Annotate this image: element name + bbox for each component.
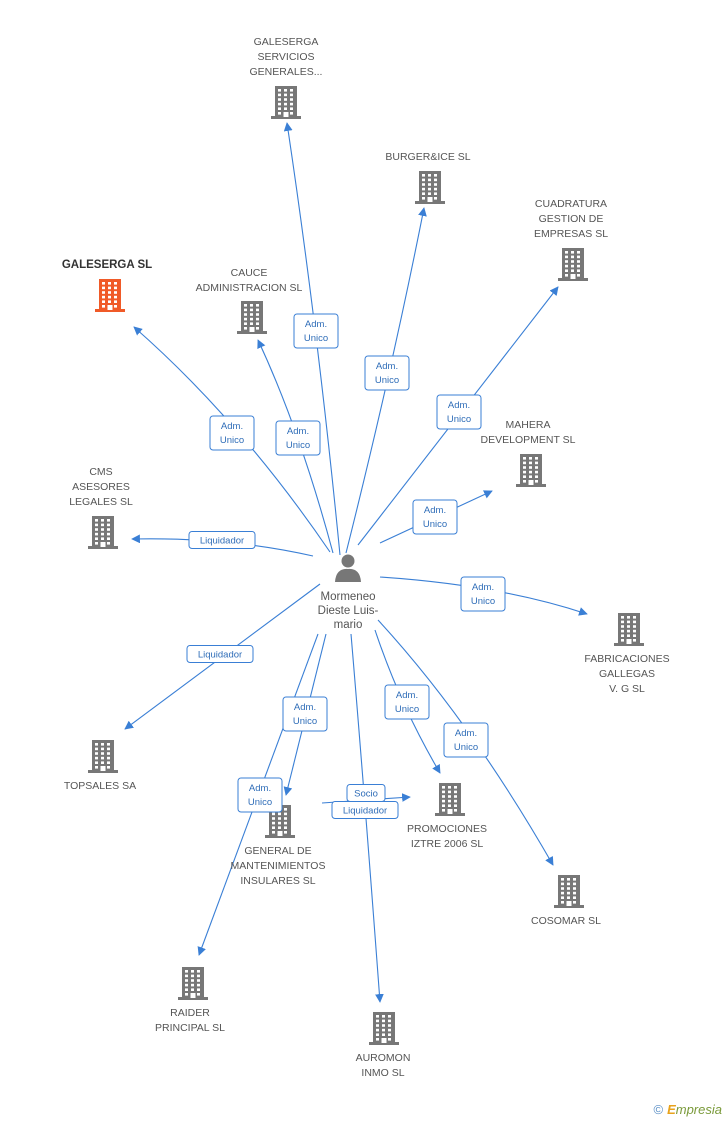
brand-initial: E <box>667 1102 676 1117</box>
relation-badge-text: Adm. <box>472 582 494 593</box>
relation-badge[interactable]: Adm. Unico <box>237 777 283 813</box>
relation-badge-text: Unico <box>286 440 310 451</box>
nodes-layer: GALESERGA SERVICIOS GENERALES... BURGER&ICE… <box>62 36 670 1079</box>
building-icon[interactable] <box>435 783 465 816</box>
company-label-cuadratura[interactable]: EMPRESAS SL <box>534 228 608 240</box>
company-label-auromon[interactable]: AUROMON <box>356 1052 411 1064</box>
company-label-galeserga-servicios[interactable]: GENERALES... <box>250 66 323 78</box>
company-label-burger-ice[interactable]: BURGER&ICE SL <box>385 151 470 163</box>
company-label-cms[interactable]: CMS <box>89 466 112 478</box>
company-label-cuadratura[interactable]: GESTION DE <box>539 213 604 225</box>
company-label-mahera[interactable]: DEVELOPMENT SL <box>481 434 576 446</box>
relation-badge[interactable]: Adm. Unico <box>293 313 339 349</box>
company-label-auromon[interactable]: INMO SL <box>361 1067 404 1079</box>
company-label-raider[interactable]: PRINCIPAL SL <box>155 1022 225 1034</box>
relation-badge-text: Socio <box>354 789 378 800</box>
company-label-cms[interactable]: ASESORES <box>72 481 130 493</box>
building-icon[interactable] <box>271 86 301 119</box>
relation-badge-text: Adm. <box>305 319 327 330</box>
building-icon[interactable] <box>558 248 588 281</box>
relation-badge[interactable]: Adm. Unico <box>282 696 328 732</box>
company-label-fabricaciones[interactable]: GALLEGAS <box>599 668 655 680</box>
building-icon[interactable] <box>88 740 118 773</box>
company-label-topsales[interactable]: TOPSALES SA <box>64 780 136 792</box>
relation-badge-text: Unico <box>423 519 447 530</box>
building-icon[interactable] <box>88 516 118 549</box>
person-name-label[interactable]: Mormeneo <box>321 591 376 603</box>
relation-badge[interactable]: Adm. Unico <box>209 415 255 451</box>
relation-badge[interactable]: Adm. Unico <box>460 576 506 612</box>
company-label-general-mant[interactable]: INSULARES SL <box>240 875 315 887</box>
building-icon[interactable] <box>516 454 546 487</box>
relation-badge-text: Adm. <box>396 690 418 701</box>
company-label-promociones[interactable]: IZTRE 2006 SL <box>411 838 484 850</box>
company-label-cms[interactable]: LEGALES SL <box>69 496 133 508</box>
relation-badge-text: Unico <box>454 742 478 753</box>
building-icon[interactable] <box>178 967 208 1000</box>
company-label-mahera[interactable]: MAHERA <box>506 419 551 431</box>
company-label-general-mant[interactable]: GENERAL DE <box>244 845 311 857</box>
relation-badge-text: Adm. <box>221 421 243 432</box>
relation-badge-text: Adm. <box>376 361 398 372</box>
relation-badge[interactable]: Adm. Unico <box>275 420 321 456</box>
relation-badge-text: Liquidador <box>200 536 244 547</box>
building-icon[interactable] <box>554 875 584 908</box>
relation-badge-text: Unico <box>447 414 471 425</box>
relation-badge-text: Unico <box>293 716 317 727</box>
company-label-cosomar[interactable]: COSOMAR SL <box>531 915 601 927</box>
relation-badge-text: Unico <box>471 596 495 607</box>
relation-badge-text: Unico <box>375 375 399 386</box>
empresia-brand[interactable]: ©Empresia <box>653 1102 722 1117</box>
company-label-cuadratura[interactable]: CUADRATURA <box>535 198 607 210</box>
relation-badge-text: Unico <box>248 797 272 808</box>
relation-badge-text: Adm. <box>448 400 470 411</box>
relation-badge-text: Liquidador <box>198 650 242 661</box>
relation-badge-text: Adm. <box>455 728 477 739</box>
relation-badge-text: Adm. <box>294 702 316 713</box>
relation-badge-text: Adm. <box>287 426 309 437</box>
building-icon[interactable] <box>614 613 644 646</box>
relation-badge[interactable]: Liquidador <box>331 801 399 819</box>
relation-badge-text: Unico <box>304 333 328 344</box>
relation-badge[interactable]: Adm. Unico <box>436 394 482 430</box>
relation-badge-text: Unico <box>395 704 419 715</box>
person-icon[interactable] <box>335 554 361 583</box>
brand-name: mpresia <box>675 1102 722 1117</box>
building-icon[interactable] <box>237 301 267 334</box>
relation-badge-text: Unico <box>220 435 244 446</box>
company-label-promociones[interactable]: PROMOCIONES <box>407 823 487 835</box>
relation-badge-text: Liquidador <box>343 806 387 817</box>
badges-layer: Adm.UnicoAdm.UnicoAdm.UnicoAdm.UnicoAdm.… <box>186 313 506 819</box>
relation-badge[interactable]: Socio <box>346 784 386 802</box>
company-label-fabricaciones[interactable]: V. G SL <box>609 683 645 695</box>
company-label-raider[interactable]: RAIDER <box>170 1007 210 1019</box>
copyright-icon: © <box>653 1102 664 1117</box>
relation-badge[interactable]: Adm. Unico <box>412 499 458 535</box>
relation-badge[interactable]: Adm. Unico <box>443 722 489 758</box>
company-label-general-mant[interactable]: MANTENIMIENTOS <box>231 860 326 872</box>
relation-badge-text: Adm. <box>424 505 446 516</box>
company-label-cauce[interactable]: CAUCE <box>231 267 268 279</box>
relation-badge-text: Adm. <box>249 783 271 794</box>
building-icon[interactable] <box>95 279 125 312</box>
relation-badge[interactable]: Adm. Unico <box>384 684 430 720</box>
relation-badge[interactable]: Liquidador <box>188 531 256 549</box>
relation-badge[interactable]: Adm. Unico <box>364 355 410 391</box>
relation-badge[interactable]: Liquidador <box>186 645 254 663</box>
company-label-galeserga-servicios[interactable]: SERVICIOS <box>258 51 315 63</box>
edges-layer <box>124 122 588 1003</box>
person-name-label[interactable]: Dieste Luis- <box>318 605 379 617</box>
company-label-fabricaciones[interactable]: FABRICACIONES <box>584 653 669 665</box>
building-icon[interactable] <box>415 171 445 204</box>
company-label-galeserga[interactable]: GALESERGA SL <box>62 259 152 271</box>
company-label-galeserga-servicios[interactable]: GALESERGA <box>254 36 319 48</box>
person-name-label[interactable]: mario <box>334 619 363 631</box>
building-icon[interactable] <box>369 1012 399 1045</box>
company-label-cauce[interactable]: ADMINISTRACION SL <box>196 282 303 294</box>
